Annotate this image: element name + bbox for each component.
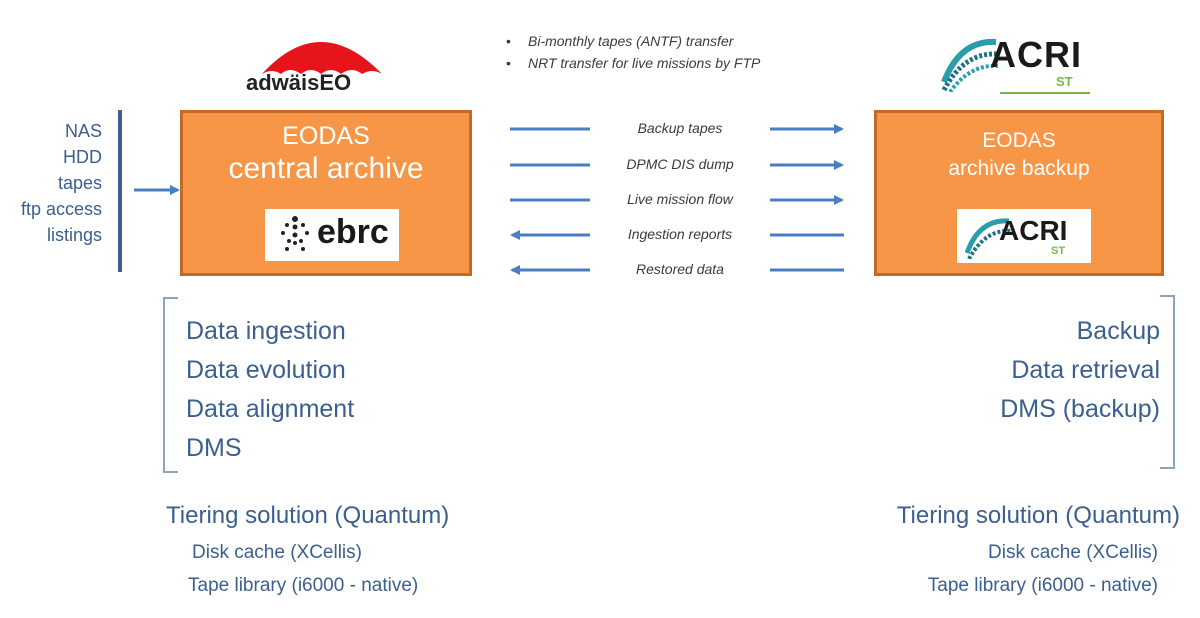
central-archive-box: EODAS central archive ebrc: [180, 110, 472, 276]
function-item: Data ingestion: [186, 317, 346, 345]
central-archive-title2: central archive: [228, 152, 424, 185]
archive-backup-functions: Backup Data retrieval DMS (backup): [1000, 312, 1160, 429]
archive-backup-title2: archive backup: [948, 157, 1090, 180]
function-item: Data retrieval: [1011, 356, 1160, 384]
acri-box-wave-icon: [965, 218, 1011, 259]
flow-label: Backup tapes: [590, 120, 770, 136]
acri-logo-top: ACRI ST: [940, 32, 1090, 96]
transfer-note: NRT transfer for live missions by FTP: [506, 52, 760, 74]
central-archive-title1: EODAS: [282, 122, 370, 150]
acri-wave-icon: [941, 38, 999, 92]
ebrc-logo: ebrc: [265, 209, 399, 261]
source-item: ftp access: [20, 199, 102, 219]
archive-backup-title1: EODAS: [982, 129, 1056, 152]
source-item: NAS: [64, 121, 102, 141]
right-tiering-title: Tiering solution (Quantum): [896, 502, 1180, 529]
left-tiering-item: Disk cache (XCellis): [192, 542, 362, 563]
acri-logo-top-sub: ST: [1056, 74, 1073, 89]
source-divider: [118, 110, 122, 272]
source-list: NAS HDD tapes ftp access listings: [0, 118, 102, 248]
source-item: tapes: [57, 173, 102, 193]
acri-logo-top-text: ACRI: [990, 34, 1082, 75]
flow-label: Restored data: [590, 261, 770, 277]
transfer-notes: Bi-monthly tapes (ANTF) transfer NRT tra…: [506, 30, 760, 74]
flow-label: Ingestion reports: [590, 226, 770, 242]
flow-label: Live mission flow: [590, 191, 770, 207]
central-archive-functions: Data ingestion Data evolution Data align…: [186, 312, 354, 468]
function-item: DMS: [186, 434, 242, 462]
right-bracket: [1160, 295, 1175, 469]
adwaiseo-logo-text: adwäisEO: [246, 70, 352, 95]
function-item: Data alignment: [186, 395, 355, 423]
ebrc-logo-text: ebrc: [317, 213, 389, 251]
left-bracket: [163, 297, 178, 473]
function-item: Backup: [1076, 317, 1160, 345]
left-tiering-item: Tape library (i6000 - native): [188, 575, 419, 596]
adwaiseo-logo: adwäisEO: [240, 18, 400, 98]
transfer-note: Bi-monthly tapes (ANTF) transfer: [506, 30, 760, 52]
acri-logo-top-underline: [1000, 92, 1090, 94]
right-tiering-item: Tape library (i6000 - native): [927, 575, 1158, 596]
acri-logo-box-text: ACRI: [999, 215, 1068, 246]
umbrella-icon: [262, 42, 382, 74]
source-item: listings: [46, 225, 102, 245]
flow-label: DPMC DIS dump: [590, 156, 770, 172]
right-tiering-item: Disk cache (XCellis): [988, 542, 1158, 563]
source-item: HDD: [63, 147, 102, 167]
function-item: Data evolution: [186, 356, 346, 384]
acri-logo-box: ACRI ST: [957, 209, 1091, 263]
function-item: DMS (backup): [1000, 395, 1160, 423]
ebrc-star-icon: [281, 216, 309, 251]
archive-backup-box: EODAS archive backup ACRI ST: [874, 110, 1164, 276]
left-tiering-title: Tiering solution (Quantum): [166, 502, 450, 529]
acri-logo-box-sub: ST: [1051, 245, 1066, 257]
